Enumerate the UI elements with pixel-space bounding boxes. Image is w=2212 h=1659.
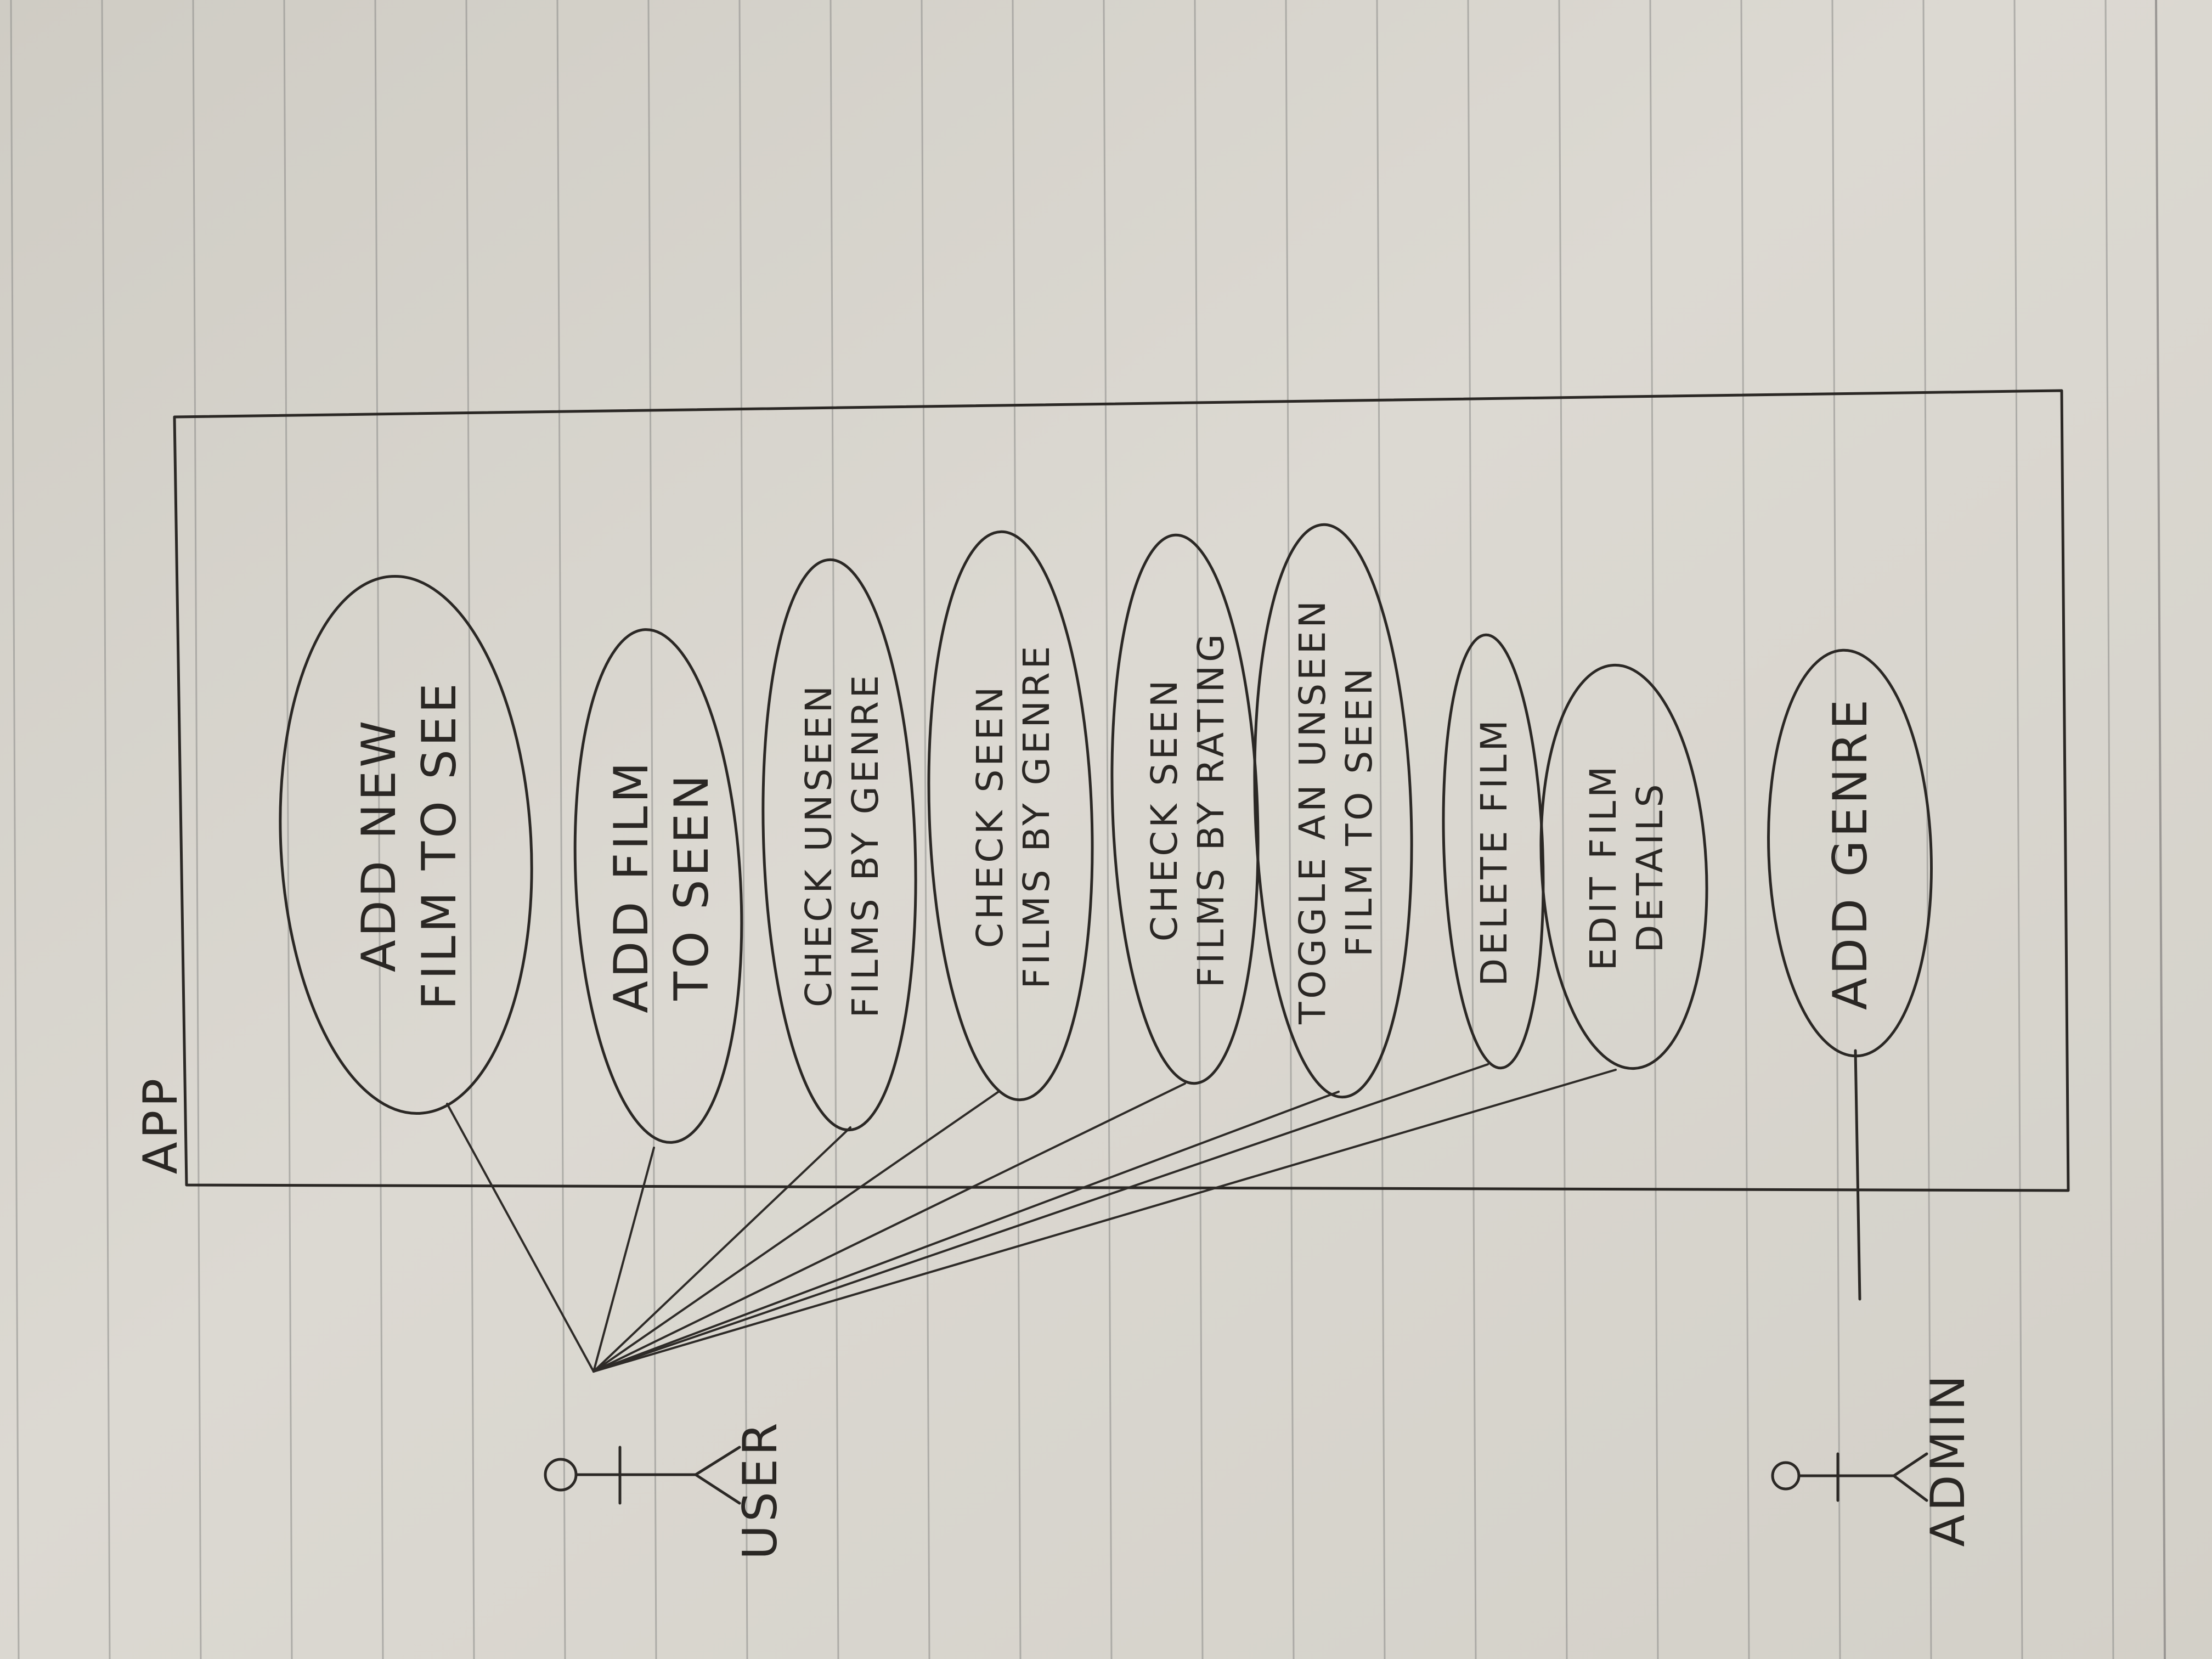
- ruled-line: [101, 0, 111, 1659]
- use-case-label-check-seen-films-by-rating: CHECK SEEN FILMS BY RATING: [1143, 631, 1232, 988]
- association-line: [592, 1063, 1489, 1373]
- ruled-line: [1649, 0, 1659, 1659]
- ruled-line: [465, 0, 475, 1659]
- use-case-ellipse: [573, 628, 743, 1144]
- use-case-text: EDIT FILM: [1582, 763, 1624, 970]
- use-case-label-add-film-to-seen: ADD FILM TO SEEN: [604, 759, 719, 1013]
- use-case-ellipse: [1767, 648, 1933, 1058]
- system-label: APP: [133, 1075, 188, 1175]
- ruled-line: [556, 0, 566, 1659]
- admin-actor-label: ADMIN: [1921, 1372, 1976, 1547]
- use-case-text: ADD NEW: [352, 718, 407, 972]
- ruled-line: [921, 0, 930, 1659]
- association-line: [446, 1103, 595, 1373]
- association-line: [592, 1091, 1000, 1373]
- user-actor: USER: [544, 1419, 788, 1560]
- stick-figure-icon: [1771, 1452, 1928, 1502]
- use-case-text: FILMS BY GENRE: [1015, 643, 1058, 989]
- ruled-line: [647, 0, 657, 1659]
- use-case-text: CHECK SEEN: [969, 684, 1011, 948]
- use-case-ellipse: [279, 575, 533, 1115]
- use-case-ellipse: [1539, 663, 1708, 1070]
- use-case-label-add-new-film-to-see: ADD NEW FILM TO SEE: [352, 680, 467, 1009]
- use-case-text: FILM TO SEE: [412, 680, 467, 1009]
- ruled-line: [830, 0, 839, 1659]
- system-boundary: [173, 389, 2070, 1192]
- use-case-text: CHECK UNSEEN: [798, 682, 840, 1007]
- ruled-line: [1922, 0, 1932, 1659]
- ruled-line: [1831, 0, 1841, 1659]
- association-line: [592, 1069, 1617, 1373]
- use-case-label-toggle-unseen-to-seen: TOGGLE AN UNSEEN FILM TO SEEN: [1291, 597, 1380, 1025]
- margin-line: [2155, 0, 2166, 1659]
- use-case-ellipse: [1442, 633, 1545, 1070]
- use-case-ellipse: [761, 558, 917, 1132]
- association-line: [592, 1082, 1186, 1373]
- ruled-line: [1103, 0, 1113, 1659]
- use-case-label-delete-film: DELETE FILM: [1473, 716, 1515, 986]
- use-case-text: DETAILS: [1629, 781, 1671, 953]
- stick-figure-icon: [544, 1446, 741, 1505]
- ruled-line: [10, 0, 20, 1659]
- ruled-line: [283, 0, 293, 1659]
- use-case-label-check-unseen-films-by-genre: CHECK UNSEEN FILMS BY GENRE: [798, 672, 887, 1018]
- ruled-line: [1285, 0, 1295, 1659]
- system-label-text: APP: [133, 1075, 188, 1175]
- user-associations: [446, 1063, 1617, 1373]
- ruled-line: [2013, 0, 2023, 1659]
- association-line: [592, 1126, 851, 1373]
- use-case-text: DELETE FILM: [1473, 716, 1515, 986]
- use-case-text: TOGGLE AN UNSEEN: [1291, 597, 1334, 1025]
- use-case-text: FILM TO SEEN: [1338, 665, 1380, 957]
- use-case-ellipses: [279, 523, 1933, 1144]
- use-case-text: CHECK SEEN: [1143, 677, 1186, 941]
- use-case-ellipse: [1110, 533, 1260, 1085]
- ruled-line: [1740, 0, 1750, 1659]
- use-case-ellipse: [927, 530, 1094, 1102]
- ruled-line: [1012, 0, 1022, 1659]
- use-case-text: ADD GENRE: [1823, 696, 1878, 1010]
- ruled-line: [1376, 0, 1386, 1659]
- use-case-text: ADD FILM: [604, 759, 659, 1013]
- ruled-line: [374, 0, 384, 1659]
- admin-actor: ADMIN: [1771, 1372, 1976, 1547]
- association-line: [592, 1147, 655, 1373]
- ruled-line: [192, 0, 202, 1659]
- use-case-text: TO SEEN: [664, 771, 719, 1001]
- use-case-label-add-genre: ADD GENRE: [1823, 696, 1878, 1010]
- ruled-line: [1467, 0, 1477, 1659]
- user-actor-label: USER: [733, 1419, 788, 1560]
- ruled-line: [2104, 0, 2114, 1659]
- admin-association-line: [1854, 1049, 1861, 1301]
- use-case-label-check-seen-films-by-genre: CHECK SEEN FILMS BY GENRE: [969, 643, 1058, 989]
- use-case-text: FILMS BY RATING: [1190, 631, 1232, 988]
- ruled-line: [1194, 0, 1204, 1659]
- association-line: [592, 1091, 1340, 1373]
- use-case-ellipse: [1253, 523, 1413, 1099]
- ruled-line: [1558, 0, 1568, 1659]
- use-case-label-edit-film-details: EDIT FILM DETAILS: [1582, 763, 1671, 970]
- ruled-lines: [10, 0, 2114, 1659]
- ruled-line: [738, 0, 748, 1659]
- use-case-text: FILMS BY GENRE: [844, 672, 887, 1018]
